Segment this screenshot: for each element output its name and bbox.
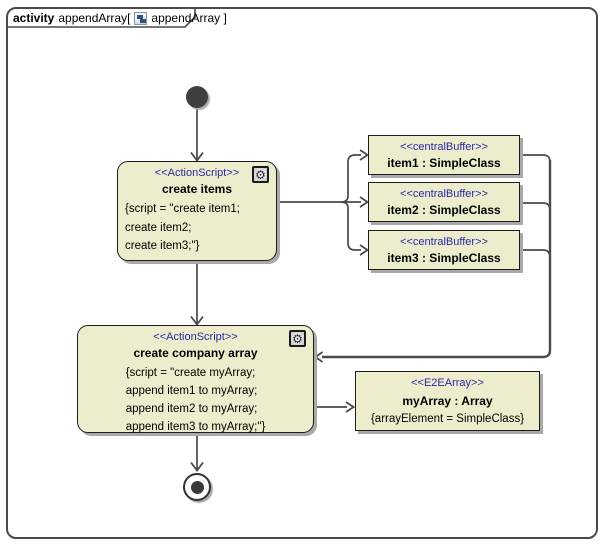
- stereotype-label: <<centralBuffer>>: [400, 141, 488, 153]
- edge-create-items-to-item3[interactable]: [340, 201, 370, 256]
- object-constraint: {arrayElement = SimpleClass}: [370, 413, 525, 425]
- edge-initial-to-create-items[interactable]: [190, 108, 204, 162]
- activity-frame: [6, 7, 598, 539]
- frame-name: appendArray[: [58, 11, 131, 25]
- action-name: create items: [161, 182, 233, 196]
- edge-buffers-trunk-to-create-company-array[interactable]: [313, 160, 552, 363]
- script-line: {script = "create myArray;: [125, 367, 256, 379]
- stereotype-label: <<E2EArray>>: [411, 377, 484, 389]
- buffer-name: item3 : SimpleClass: [387, 251, 501, 265]
- activity-diagram-icon: [134, 11, 148, 25]
- script-line: {script = "create item1;: [125, 203, 240, 215]
- central-buffer-item1[interactable]: <<centralBuffer>> item1 : SimpleClass: [368, 135, 520, 175]
- edge-create-items-to-item1[interactable]: [340, 149, 370, 203]
- stereotype-label: <<ActionScript>>: [153, 331, 238, 343]
- stereotype-label: <<centralBuffer>>: [400, 236, 488, 248]
- edge-item1-to-create-company-array[interactable]: [520, 154, 551, 163]
- script-line: create item2;: [125, 221, 192, 234]
- script-line: create item3;"}: [125, 240, 200, 252]
- edge-create-items-to-create-company-array[interactable]: [190, 262, 204, 326]
- final-node[interactable]: [183, 473, 211, 501]
- script-line: append item2 to myArray;: [125, 403, 258, 415]
- action-name: create company array: [133, 346, 258, 360]
- frame-title-tab: [7, 8, 196, 28]
- object-node-myarray[interactable]: <<E2EArray>> myArray : Array {arrayEleme…: [355, 371, 540, 431]
- frame-diagram-ref: appendArray ]: [151, 11, 227, 25]
- action-create-items[interactable]: ⚙ <<ActionScript>> create items {script …: [117, 161, 277, 261]
- edge-create-company-array-to-myarray[interactable]: [314, 401, 356, 413]
- script-line: append item1 to myArray;: [125, 385, 258, 397]
- action-script-body: {script = "create item1; create item2; c…: [118, 200, 276, 256]
- frame-title: activity appendArray[ appendArray ]: [13, 10, 227, 26]
- edge-create-company-array-to-final[interactable]: [190, 433, 204, 472]
- object-name: myArray : Array: [402, 394, 493, 408]
- buffer-name: item2 : SimpleClass: [387, 203, 501, 217]
- final-node-dot: [190, 480, 204, 494]
- action-gear-icon: ⚙: [289, 330, 306, 347]
- initial-node[interactable]: [186, 86, 208, 108]
- action-script-body: {script = "create myArray; append item1 …: [78, 362, 313, 436]
- edge-item2-to-create-company-array[interactable]: [520, 202, 551, 211]
- action-create-company-array[interactable]: ⚙ <<ActionScript>> create company array …: [77, 325, 314, 433]
- stereotype-label: <<ActionScript>>: [154, 167, 240, 179]
- edge-item3-to-create-company-array[interactable]: [520, 249, 551, 258]
- script-line: append item3 to myArray;"}: [125, 421, 266, 433]
- buffer-name: item1 : SimpleClass: [387, 156, 501, 170]
- action-gear-icon: ⚙: [252, 166, 269, 183]
- central-buffer-item2[interactable]: <<centralBuffer>> item2 : SimpleClass: [368, 182, 520, 222]
- edge-create-items-to-item2[interactable]: [277, 196, 370, 208]
- frame-keyword: activity: [13, 11, 55, 25]
- central-buffer-item3[interactable]: <<centralBuffer>> item3 : SimpleClass: [368, 230, 520, 270]
- stereotype-label: <<centralBuffer>>: [400, 188, 488, 200]
